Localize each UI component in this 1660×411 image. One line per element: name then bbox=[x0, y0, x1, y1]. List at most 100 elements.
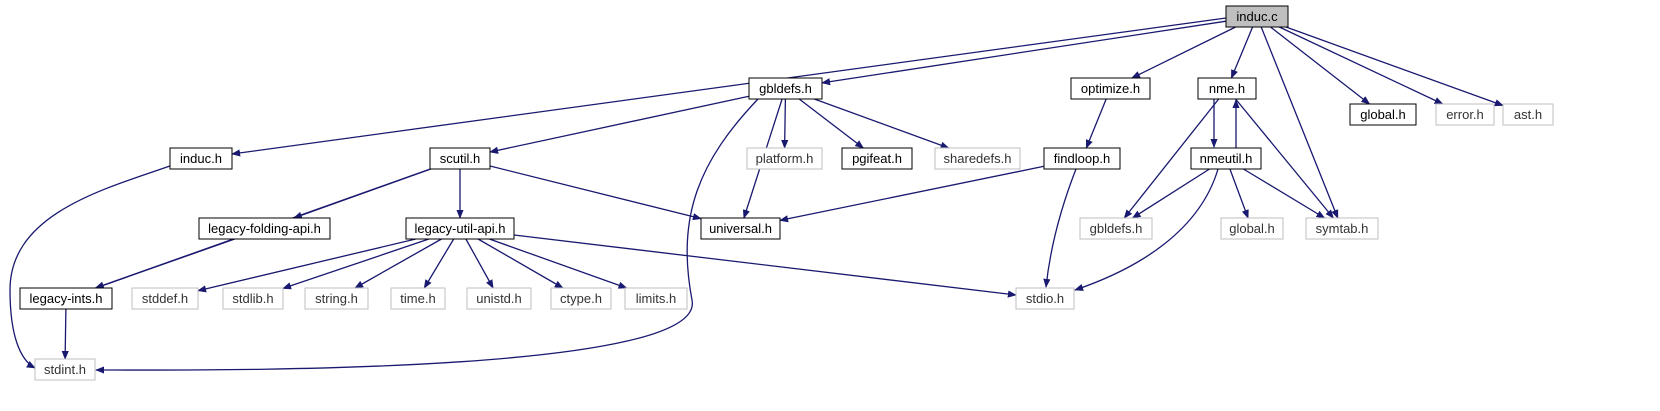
node-limits-h: limits.h bbox=[624, 287, 688, 310]
node-legacy-ints-h[interactable]: legacy-ints.h bbox=[19, 287, 113, 310]
node-box bbox=[19, 287, 113, 310]
node-error-h: error.h bbox=[1435, 103, 1495, 126]
edge-nmeutil-h-to-stdio-h bbox=[1074, 168, 1219, 291]
node-sharedefs-h: sharedefs.h bbox=[934, 147, 1021, 170]
node-optimize-h[interactable]: optimize.h bbox=[1070, 77, 1151, 100]
node-label: legacy-folding-api.h bbox=[208, 221, 321, 236]
node-universal-h[interactable]: universal.h bbox=[700, 217, 781, 240]
edge-nme-h-to-gbldefs-h-ext bbox=[1123, 98, 1220, 219]
edge-legacy-util-api-h-to-stdlib-h bbox=[282, 238, 430, 290]
node-time-h: time.h bbox=[390, 287, 446, 310]
node-label: optimize.h bbox=[1081, 81, 1140, 96]
node-legacy-util-api-h[interactable]: legacy-util-api.h bbox=[405, 217, 515, 240]
edge-nme-h-to-symtab-h bbox=[1235, 98, 1334, 219]
edge-induc-c-to-symtab-h bbox=[1260, 26, 1339, 219]
node-induc-h[interactable]: induc.h bbox=[169, 147, 233, 170]
node-scutil-h[interactable]: scutil.h bbox=[429, 147, 491, 170]
node-box bbox=[700, 217, 781, 240]
node-induc-c[interactable]: induc.c bbox=[1225, 5, 1289, 28]
edges-layer bbox=[9, 17, 1504, 374]
node-label: findloop.h bbox=[1054, 151, 1110, 166]
node-label: platform.h bbox=[756, 151, 814, 166]
edge-induc-c-to-induc-h bbox=[231, 17, 1227, 157]
node-label: global.h bbox=[1360, 107, 1406, 122]
node-box bbox=[934, 147, 1021, 170]
edge-legacy-ints-h-to-stdint-h bbox=[61, 308, 69, 360]
node-label: limits.h bbox=[636, 291, 676, 306]
node-label: global.h bbox=[1229, 221, 1275, 236]
node-legacy-folding-api-h[interactable]: legacy-folding-api.h bbox=[198, 217, 331, 240]
node-box bbox=[1079, 217, 1153, 240]
node-label: unistd.h bbox=[476, 291, 522, 306]
node-string-h: string.h bbox=[304, 287, 369, 310]
edge-induc-c-to-error-h bbox=[1279, 26, 1444, 105]
node-platform-h: platform.h bbox=[746, 147, 823, 170]
edge-scutil-h-to-universal-h bbox=[489, 165, 702, 221]
node-gbldefs-h[interactable]: gbldefs.h bbox=[748, 77, 823, 100]
node-label: stdio.h bbox=[1026, 291, 1064, 306]
edge-induc-c-to-gbldefs-h bbox=[821, 20, 1227, 86]
edge-induc-c-to-global-h bbox=[1270, 26, 1371, 105]
node-pgifeat-h[interactable]: pgifeat.h bbox=[841, 147, 913, 170]
node-box bbox=[746, 147, 823, 170]
node-label: ast.h bbox=[1514, 107, 1542, 122]
node-label: stddef.h bbox=[142, 291, 188, 306]
node-box bbox=[405, 217, 515, 240]
edge-legacy-util-api-h-to-ctype-h bbox=[477, 238, 564, 289]
node-box bbox=[304, 287, 369, 310]
edge-nmeutil-h-to-symtab-h bbox=[1243, 168, 1326, 219]
node-symtab-h: symtab.h bbox=[1305, 217, 1379, 240]
edge-optimize-h-to-findloop-h bbox=[1085, 98, 1107, 149]
node-global-h-ext: global.h bbox=[1220, 217, 1284, 240]
edge-gbldefs-h-to-platform-h bbox=[781, 98, 789, 149]
node-box bbox=[1070, 77, 1151, 100]
node-unistd-h: unistd.h bbox=[466, 287, 532, 310]
node-label: pgifeat.h bbox=[852, 151, 902, 166]
node-box bbox=[841, 147, 913, 170]
node-box bbox=[429, 147, 491, 170]
node-label: legacy-ints.h bbox=[30, 291, 103, 306]
edge-induc-c-to-optimize-h bbox=[1131, 26, 1236, 79]
node-findloop-h[interactable]: findloop.h bbox=[1043, 147, 1121, 170]
node-box bbox=[1043, 147, 1121, 170]
node-box bbox=[1197, 77, 1257, 100]
node-box bbox=[1225, 5, 1289, 28]
edge-gbldefs-h-to-scutil-h bbox=[489, 95, 750, 154]
node-box bbox=[390, 287, 446, 310]
node-label: string.h bbox=[315, 291, 358, 306]
edge-legacy-util-api-h-to-unistd-h bbox=[465, 238, 494, 289]
edge-legacy-util-api-h-to-stddef-h bbox=[197, 238, 416, 293]
node-stdio-h: stdio.h bbox=[1015, 287, 1075, 310]
node-label: gbldefs.h bbox=[759, 81, 812, 96]
node-label: stdint.h bbox=[44, 362, 86, 377]
node-box bbox=[198, 217, 331, 240]
node-label: gbldefs.h bbox=[1090, 221, 1143, 236]
node-box bbox=[1502, 103, 1554, 126]
node-box bbox=[1349, 103, 1417, 126]
node-ast-h: ast.h bbox=[1502, 103, 1554, 126]
node-label: sharedefs.h bbox=[944, 151, 1012, 166]
node-box bbox=[131, 287, 199, 310]
edge-nmeutil-h-to-global-h-ext bbox=[1229, 168, 1249, 219]
node-nme-h[interactable]: nme.h bbox=[1197, 77, 1257, 100]
node-global-h[interactable]: global.h bbox=[1349, 103, 1417, 126]
edge-legacy-util-api-h-to-stdio-h bbox=[513, 234, 1017, 298]
node-ctype-h: ctype.h bbox=[550, 287, 612, 310]
edge-findloop-h-to-stdio-h bbox=[1043, 168, 1077, 288]
node-label: error.h bbox=[1446, 107, 1484, 122]
node-box bbox=[1305, 217, 1379, 240]
node-box bbox=[1190, 147, 1262, 170]
edge-nmeutil-h-to-gbldefs-h-ext bbox=[1131, 168, 1210, 219]
node-label: ctype.h bbox=[560, 291, 602, 306]
node-nmeutil-h[interactable]: nmeutil.h bbox=[1190, 147, 1262, 170]
node-box bbox=[222, 287, 284, 310]
node-label: scutil.h bbox=[440, 151, 480, 166]
edge-induc-c-to-ast-h bbox=[1285, 26, 1504, 107]
edge-findloop-h-to-universal-h bbox=[779, 165, 1045, 223]
edge-legacy-util-api-h-to-limits-h bbox=[489, 238, 628, 289]
node-box bbox=[466, 287, 532, 310]
node-label: induc.h bbox=[180, 151, 222, 166]
node-label: universal.h bbox=[709, 221, 772, 236]
edge-legacy-util-api-h-to-string-h bbox=[354, 238, 442, 289]
